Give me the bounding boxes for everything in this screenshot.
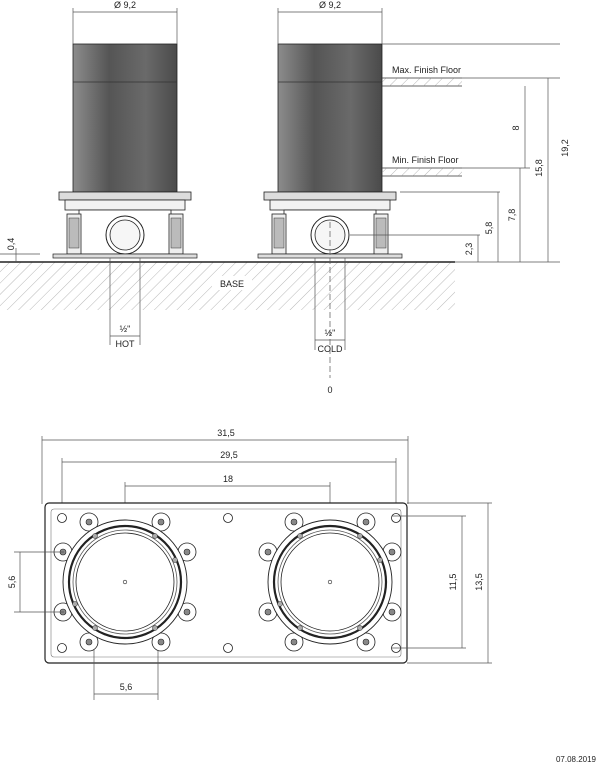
dim-29-5-label: 29,5 — [220, 450, 238, 460]
dim-19-2-label: 19,2 — [560, 139, 570, 157]
hot-valve-body — [52, 43, 198, 259]
cold-size-label: ½" — [325, 328, 336, 338]
date-label: 07.08.2019 — [556, 755, 597, 764]
elevation-view: BASE Ø 9,2 Ø 9,2 Max. Finish Floor Min. … — [0, 0, 570, 395]
dim-11-5-label: 11,5 — [448, 574, 458, 591]
hot-size-label: ½" — [120, 324, 131, 334]
dim-0-4-label: 0,4 — [6, 238, 16, 251]
dim-31-5-label: 31,5 — [217, 428, 235, 438]
min-finish-floor-label: Min. Finish Floor — [392, 155, 459, 165]
left-diameter-label: Ø 9,2 — [114, 0, 136, 10]
dim-18-label: 18 — [223, 474, 233, 484]
dim-5-8-label: 5,8 — [484, 222, 494, 235]
right-diameter-label: Ø 9,2 — [319, 0, 341, 10]
dim-8-label: 8 — [511, 125, 521, 130]
dim-2-3-label: 2,3 — [464, 243, 474, 256]
dim-5-6-horizontal-label: 5,6 — [120, 682, 133, 692]
max-finish-floor-label: Max. Finish Floor — [392, 65, 461, 75]
dim-15-8-label: 15,8 — [534, 159, 544, 177]
dim-5-6-vertical-label: 5,6 — [7, 576, 17, 589]
dim-13-5-label: 13,5 — [474, 573, 484, 591]
plan-view: 31,5 29,5 18 5,6 5,6 — [7, 428, 492, 700]
zero-label: 0 — [327, 385, 332, 395]
base-label: BASE — [220, 279, 244, 289]
dim-7-8-label: 7,8 — [507, 209, 517, 222]
hot-label: HOT — [116, 339, 136, 349]
cold-label: COLD — [317, 344, 343, 354]
